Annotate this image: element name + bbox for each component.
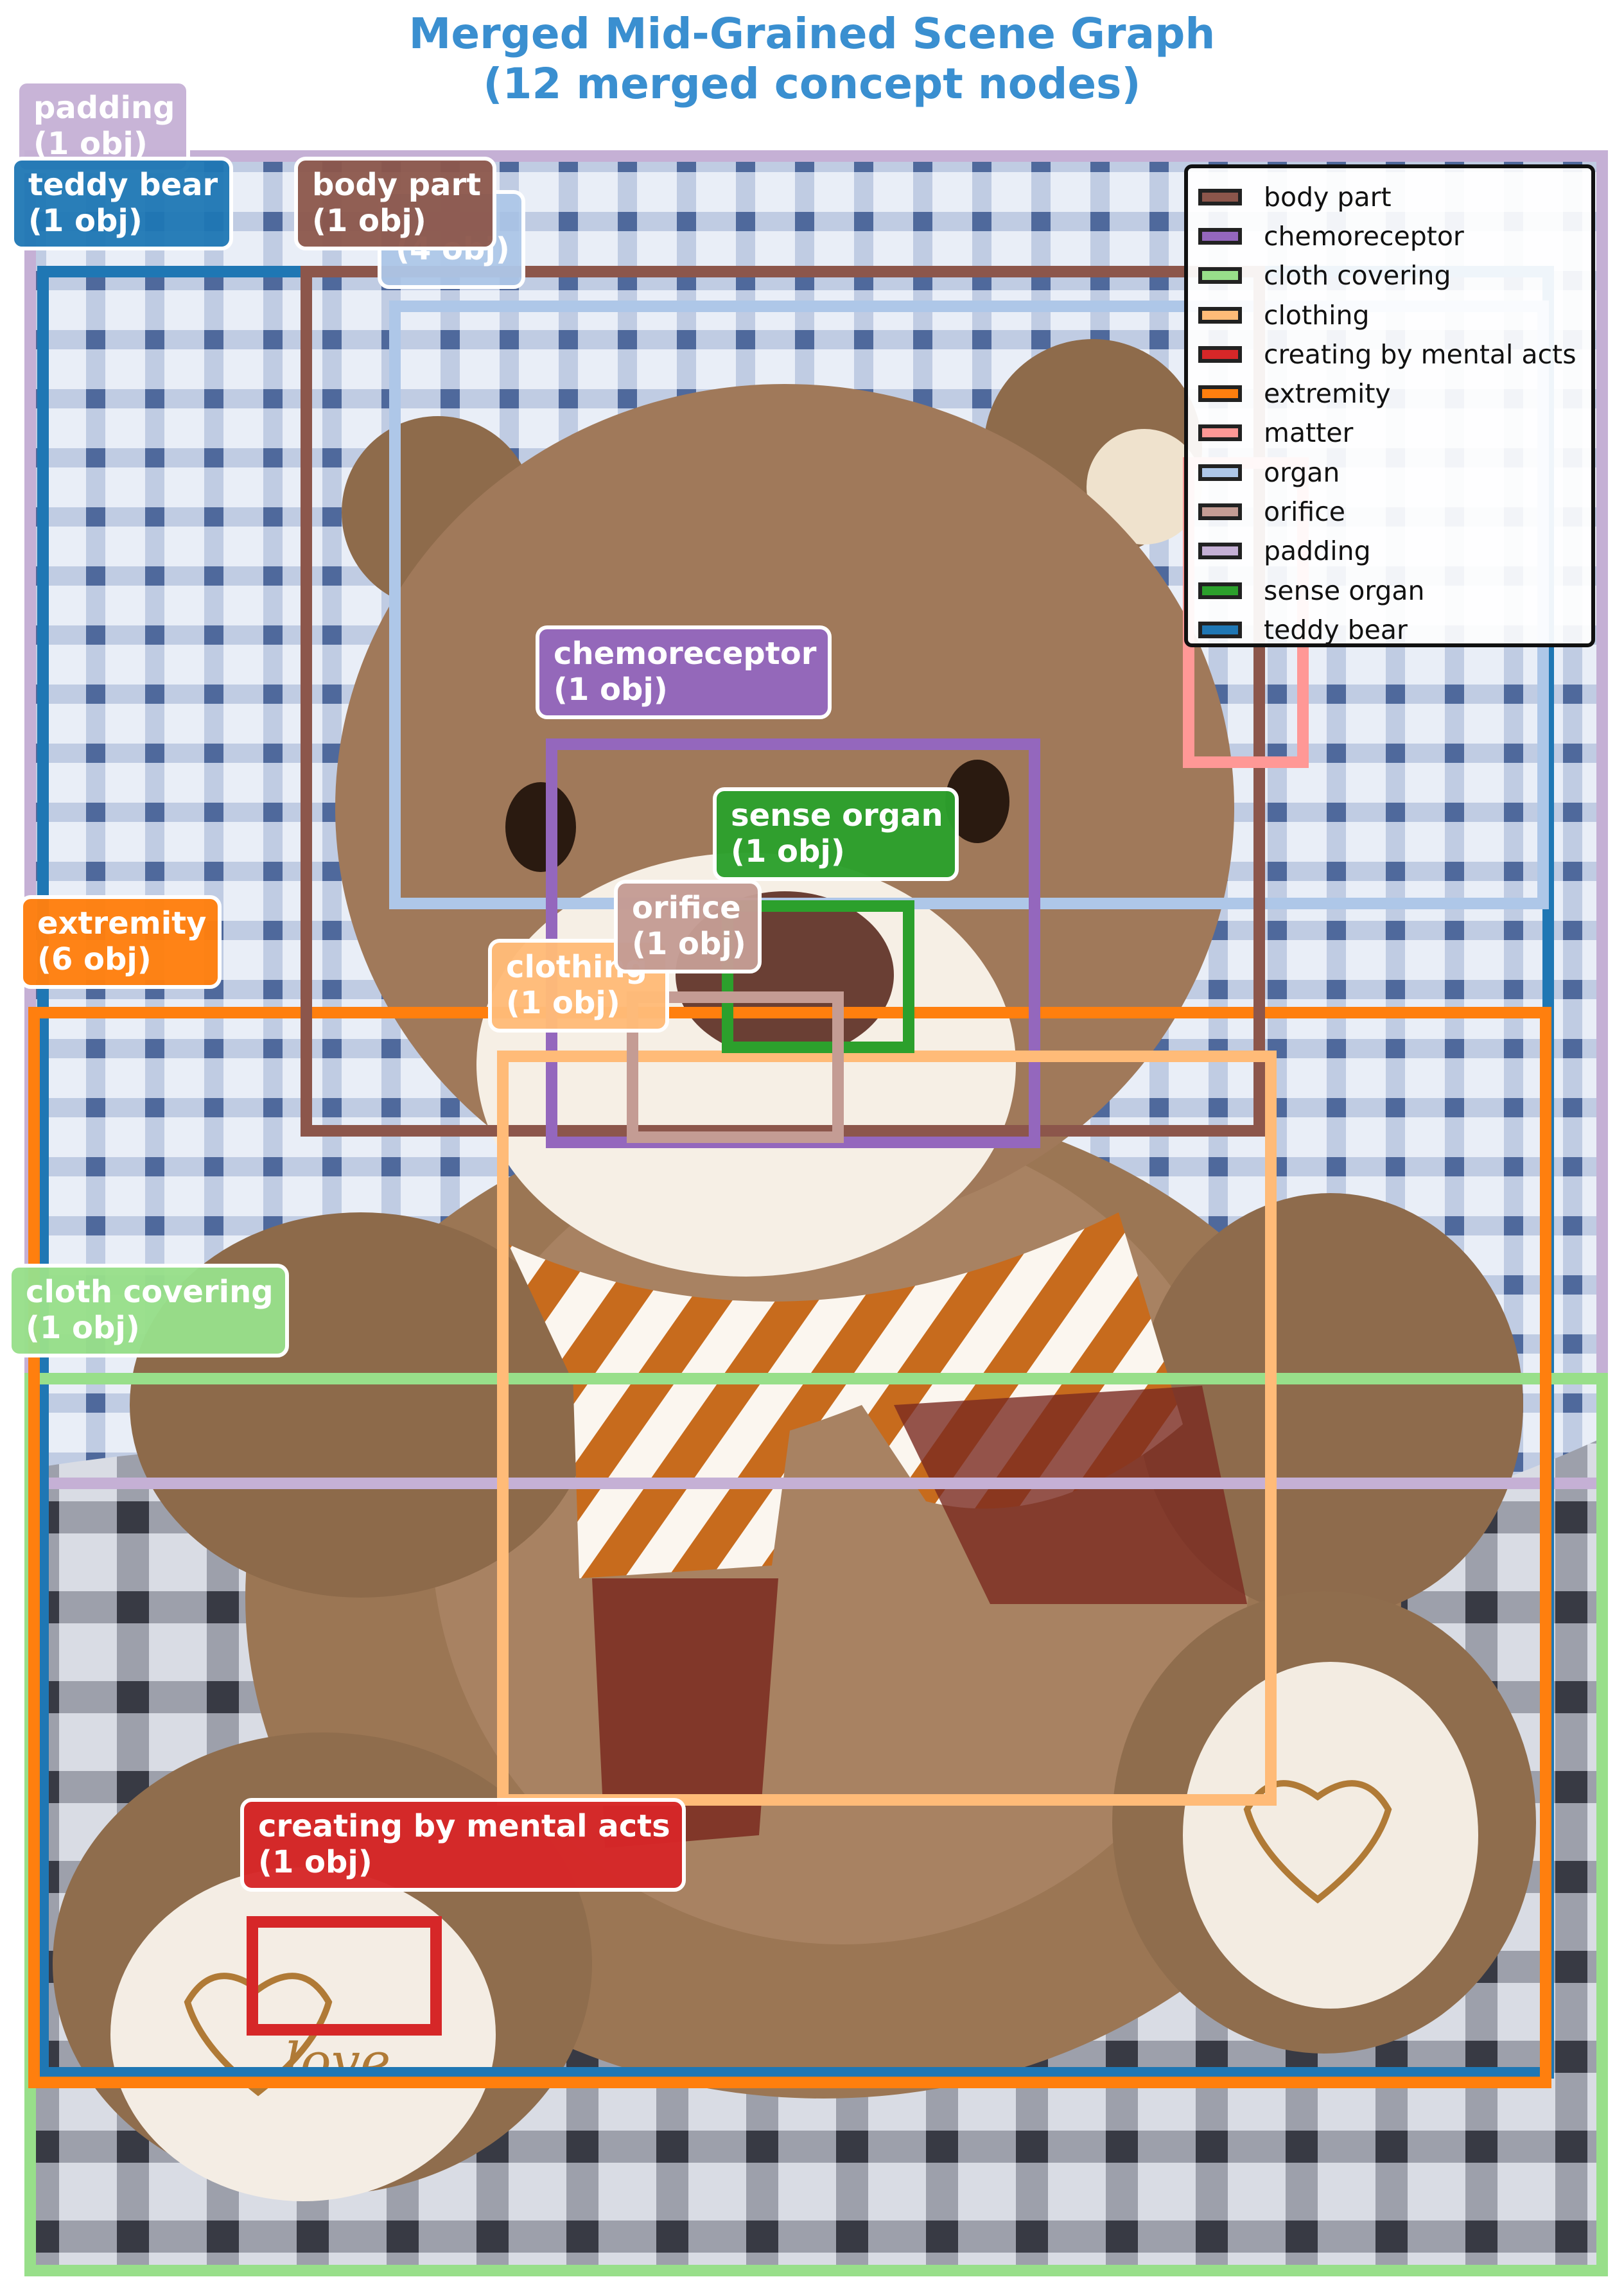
legend-item: chemoreceptor bbox=[1198, 216, 1591, 256]
title-line-2: (12 merged concept nodes) bbox=[483, 59, 1141, 109]
label-orifice-count: (1 obj) bbox=[632, 926, 746, 962]
label-extremity-name: extremity bbox=[37, 905, 207, 941]
legend-label: creating by mental acts bbox=[1264, 338, 1576, 370]
label-cloth-covering-count: (1 obj) bbox=[26, 1310, 140, 1346]
label-cloth-covering: cloth covering (1 obj) bbox=[8, 1264, 289, 1357]
label-teddy-bear: teddy bear (1 obj) bbox=[10, 157, 234, 250]
legend-swatch bbox=[1198, 306, 1242, 324]
legend-item: body part bbox=[1198, 177, 1591, 216]
label-teddy-bear-count: (1 obj) bbox=[28, 203, 143, 239]
legend-item: organ bbox=[1198, 453, 1591, 492]
legend-swatch bbox=[1198, 385, 1242, 403]
title-line-1: Merged Mid-Grained Scene Graph bbox=[408, 9, 1216, 58]
label-padding-count: (1 obj) bbox=[33, 126, 148, 162]
legend: body part chemoreceptor cloth covering c… bbox=[1184, 164, 1595, 647]
label-teddy-bear-name: teddy bear bbox=[28, 167, 218, 203]
legend-swatch bbox=[1198, 227, 1242, 245]
orifice-box bbox=[627, 991, 844, 1143]
legend-item: cloth covering bbox=[1198, 256, 1591, 295]
label-padding-name: padding bbox=[33, 90, 175, 126]
chart-title: Merged Mid-Grained Scene Graph (12 merge… bbox=[0, 9, 1624, 109]
label-creating-by-mental-acts-name: creating by mental acts bbox=[258, 1808, 670, 1844]
legend-swatch bbox=[1198, 503, 1242, 521]
label-clothing-count: (1 obj) bbox=[506, 985, 620, 1021]
label-sense-organ-name: sense organ bbox=[731, 798, 943, 833]
label-cloth-covering-name: cloth covering bbox=[26, 1274, 274, 1310]
label-chemoreceptor: chemoreceptor (1 obj) bbox=[536, 625, 832, 719]
label-sense-organ: sense organ (1 obj) bbox=[713, 787, 959, 881]
legend-label: matter bbox=[1264, 417, 1354, 449]
label-sense-organ-count: (1 obj) bbox=[731, 833, 845, 869]
legend-item: creating by mental acts bbox=[1198, 335, 1591, 374]
legend-label: clothing bbox=[1264, 299, 1370, 331]
label-extremity: extremity (6 obj) bbox=[19, 895, 222, 989]
legend-swatch bbox=[1198, 424, 1242, 442]
legend-label: sense organ bbox=[1264, 575, 1425, 606]
label-extremity-count: (6 obj) bbox=[37, 941, 152, 977]
label-body-part-count: (1 obj) bbox=[312, 203, 426, 239]
label-chemoreceptor-name: chemoreceptor bbox=[554, 636, 817, 672]
legend-item: matter bbox=[1198, 414, 1591, 453]
legend-label: padding bbox=[1264, 536, 1371, 567]
legend-item: extremity bbox=[1198, 374, 1591, 413]
label-body-part-name: body part bbox=[312, 167, 482, 203]
legend-item: teddy bear bbox=[1198, 610, 1591, 649]
label-creating-by-mental-acts: creating by mental acts (1 obj) bbox=[240, 1798, 686, 1892]
legend-item: padding bbox=[1198, 532, 1591, 571]
clothing-box bbox=[497, 1051, 1277, 1806]
label-orifice-name: orifice bbox=[632, 890, 741, 926]
legend-label: body part bbox=[1264, 181, 1392, 213]
label-body-part: body part (1 obj) bbox=[294, 157, 497, 250]
label-chemoreceptor-count: (1 obj) bbox=[554, 672, 668, 708]
legend-label: cloth covering bbox=[1264, 260, 1451, 292]
legend-label: extremity bbox=[1264, 378, 1391, 410]
legend-item: sense organ bbox=[1198, 571, 1591, 610]
legend-swatch bbox=[1198, 345, 1242, 363]
legend-label: organ bbox=[1264, 457, 1340, 488]
creating-by-mental-acts-box bbox=[247, 1916, 442, 2036]
legend-label: teddy bear bbox=[1264, 614, 1408, 645]
label-creating-by-mental-acts-count: (1 obj) bbox=[258, 1844, 372, 1880]
legend-swatch bbox=[1198, 621, 1242, 638]
legend-label: orifice bbox=[1264, 496, 1345, 528]
legend-swatch bbox=[1198, 582, 1242, 599]
label-orifice: orifice (1 obj) bbox=[614, 880, 762, 973]
legend-label: chemoreceptor bbox=[1264, 220, 1464, 252]
legend-item: orifice bbox=[1198, 492, 1591, 531]
legend-swatch bbox=[1198, 464, 1242, 481]
label-clothing: clothing (1 obj) bbox=[488, 939, 669, 1033]
legend-swatch bbox=[1198, 267, 1242, 284]
legend-swatch bbox=[1198, 188, 1242, 205]
legend-swatch bbox=[1198, 543, 1242, 560]
legend-item: clothing bbox=[1198, 295, 1591, 335]
